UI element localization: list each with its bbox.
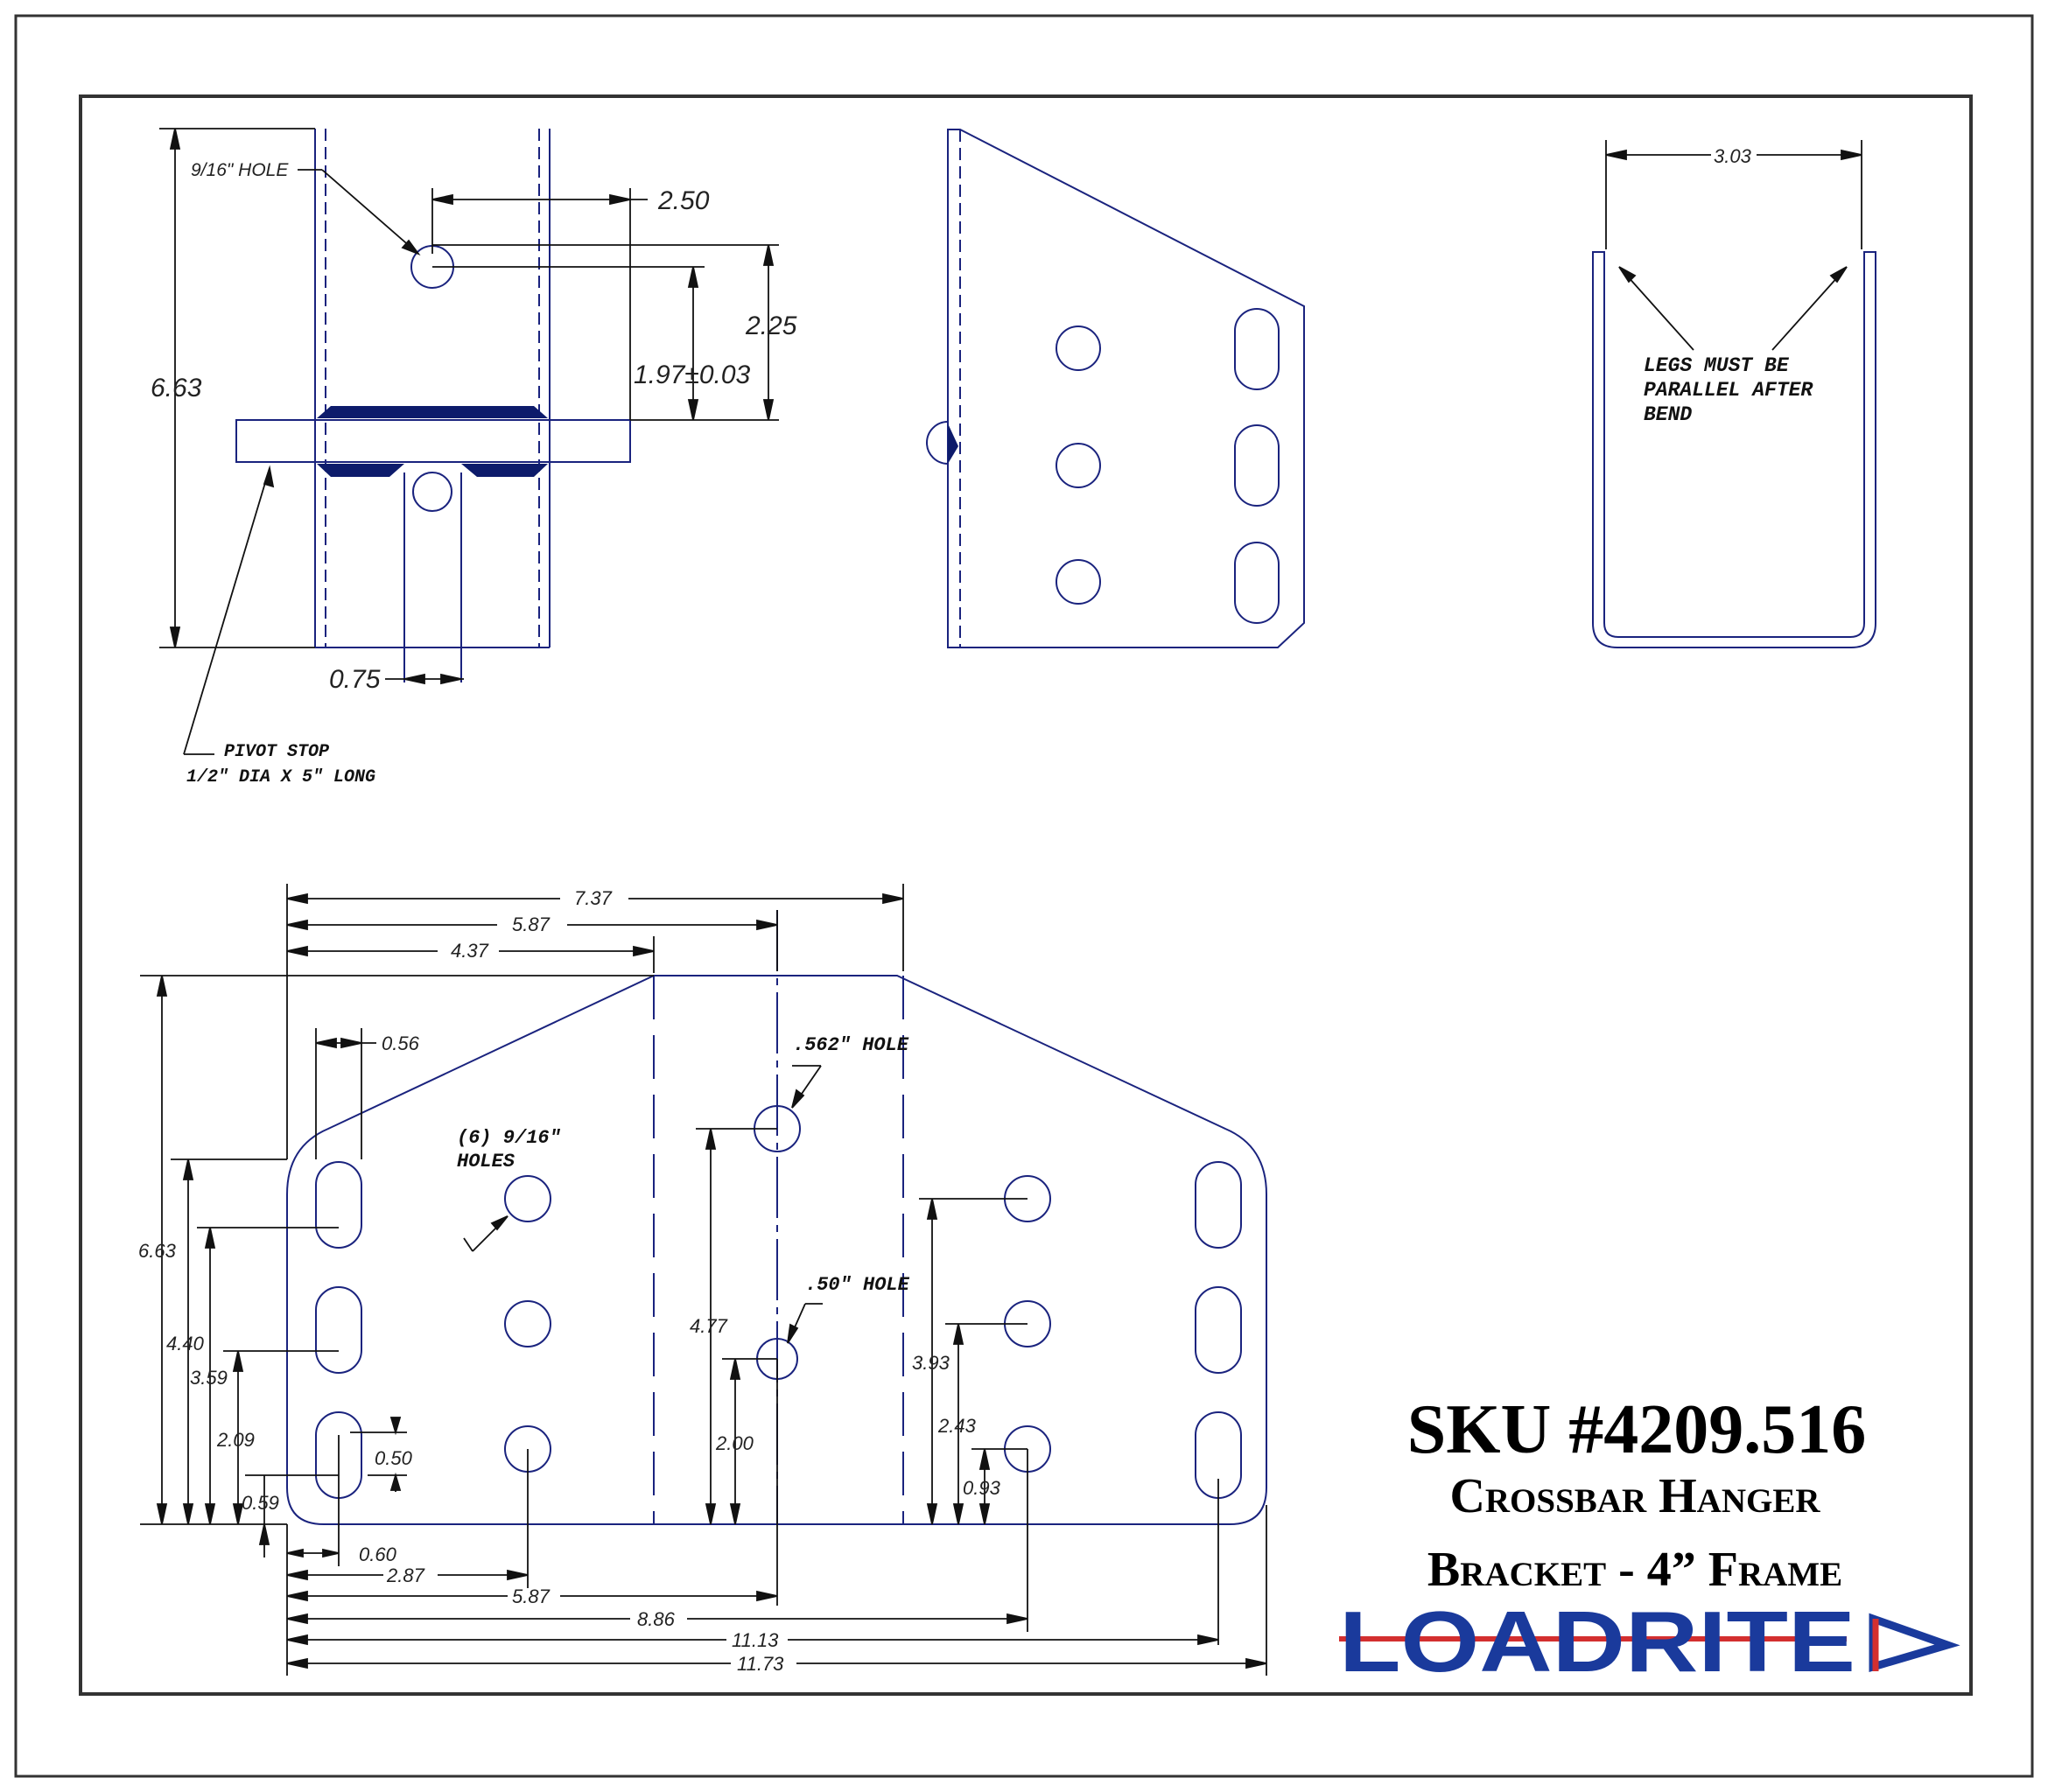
end-note-2: PARALLEL AFTER (1644, 379, 1813, 402)
flat-dim-3-59: 3.59 (190, 1367, 228, 1389)
flat-dim-0-93: 0.93 (963, 1477, 1001, 1499)
weld-bottom-left (317, 464, 404, 477)
pivot-stop-size: 1/2" DIA X 5" LONG (186, 767, 375, 788)
flat-dim-3-93: 3.93 (912, 1352, 950, 1374)
flat-dim-4-40: 4.40 (166, 1333, 205, 1354)
flat-dim-8-86: 8.86 (637, 1608, 676, 1630)
flat-dim-0-50: 0.50 (375, 1447, 413, 1469)
side-hole-label: 9/16" HOLE (191, 160, 289, 180)
flat-holes-label-2: HOLES (457, 1151, 516, 1172)
pivot-stop-label: PIVOT STOP (224, 742, 329, 762)
flat-dim-0-59: 0.59 (242, 1492, 279, 1514)
flat-dim-4-77: 4.77 (690, 1315, 728, 1337)
flat-pattern: 7.37 5.87 4.37 0.56 (6) 9/16" HOLES .562… (138, 884, 1267, 1676)
flat-dim-2-43: 2.43 (937, 1415, 977, 1437)
flat-dim-11-13: 11.13 (732, 1629, 779, 1651)
title-block: SKU #4209.516 Crossbar Hanger Bracket - … (1339, 1391, 1960, 1690)
flat-dim-6-63: 6.63 (138, 1240, 177, 1262)
end-note-3: BEND (1644, 403, 1692, 426)
flat-dim-4-37: 4.37 (451, 940, 489, 962)
flat-hole-562-label: .562" HOLE (793, 1034, 909, 1056)
flat-dim-5-87-bottom: 5.87 (512, 1586, 551, 1607)
flat-dim-0-56: 0.56 (382, 1032, 420, 1054)
product-title-line1: Crossbar Hanger (1449, 1469, 1820, 1523)
end-dim-3-03: 3.03 (1714, 145, 1752, 167)
sku-number: SKU #4209.516 (1407, 1391, 1867, 1468)
side-view: 9/16" HOLE 6.63 2.50 2.25 1.97±0.03 0.75… (151, 128, 797, 788)
side-dim-6-63: 6.63 (151, 374, 202, 402)
weld-top (317, 406, 548, 418)
flat-dim-2-87: 2.87 (386, 1564, 425, 1586)
flat-holes-label-1: (6) 9/16" (457, 1127, 561, 1149)
flat-dim-0-60: 0.60 (359, 1544, 397, 1565)
side-dim-0-75: 0.75 (329, 665, 381, 694)
flat-dim-2-00: 2.00 (715, 1432, 754, 1454)
logo-text: LOADRITE (1339, 1593, 1855, 1690)
front-view (926, 129, 1305, 648)
logo-mark-icon (1869, 1613, 1960, 1673)
outer-border (14, 14, 2034, 1778)
inner-border (79, 94, 1973, 1696)
flat-dim-7-37: 7.37 (574, 887, 613, 909)
end-view: 3.03 LEGS MUST BE PARALLEL AFTER BEND (1592, 140, 1876, 648)
flat-dim-2-09: 2.09 (216, 1429, 255, 1451)
loadrite-logo: LOADRITE (1339, 1593, 1960, 1690)
weld-bottom-right (461, 464, 548, 477)
side-dim-2-25: 2.25 (745, 312, 797, 340)
product-title-line2: Bracket - 4” Frame (1427, 1543, 1842, 1597)
side-dim-1-97: 1.97±0.03 (634, 360, 751, 389)
flat-dim-11-73: 11.73 (737, 1653, 784, 1675)
flat-dim-5-87-top: 5.87 (512, 914, 551, 935)
flat-hole-50-label: .50" HOLE (805, 1274, 910, 1296)
side-dim-2-50: 2.50 (657, 186, 710, 215)
end-note-1: LEGS MUST BE (1644, 354, 1790, 377)
